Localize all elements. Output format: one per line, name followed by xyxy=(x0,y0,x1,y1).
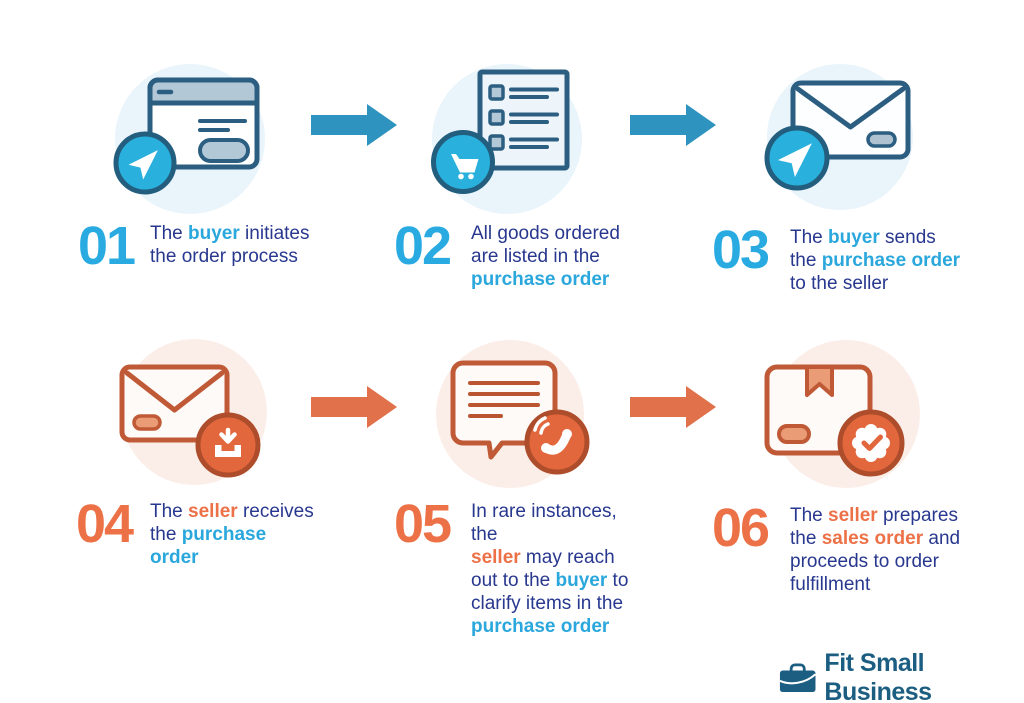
brand-name: Fit Small Business xyxy=(824,649,932,703)
step-number-01: 01 xyxy=(78,216,136,276)
browser-click-icon xyxy=(113,64,265,214)
brand-logo: Fit Small Business xyxy=(779,649,1024,703)
chat-phone-icon xyxy=(436,340,590,488)
arrow-right-icon xyxy=(630,104,716,146)
order-list-cart-icon xyxy=(431,64,582,214)
package-check-icon xyxy=(764,340,920,488)
step-number-02: 02 xyxy=(394,216,452,276)
arrow-right-icon xyxy=(311,104,397,146)
step-number-03: 03 xyxy=(712,220,770,280)
receive-email-icon xyxy=(119,339,267,485)
send-email-icon xyxy=(764,64,913,210)
step-number-04: 04 xyxy=(76,494,134,554)
step-number-06: 06 xyxy=(712,498,770,558)
step-number-05: 05 xyxy=(394,494,452,554)
briefcase-icon xyxy=(779,663,817,693)
arrow-right-icon xyxy=(311,386,397,428)
arrow-right-icon xyxy=(630,386,716,428)
